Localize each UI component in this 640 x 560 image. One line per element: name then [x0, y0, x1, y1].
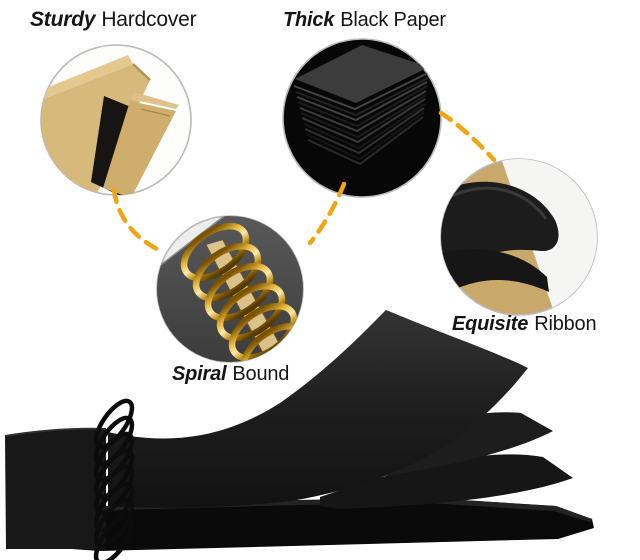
hardcover-left-board — [41, 64, 150, 195]
dashed-connector-ribbon — [438, 110, 497, 163]
callout-circle-ribbon-photo — [440, 158, 598, 316]
callout-circle-black-paper-photo — [282, 38, 442, 198]
dashed-connector-paper — [307, 181, 347, 246]
ribbon-band-lower — [441, 249, 549, 298]
label-regular-word: Bound — [232, 363, 290, 385]
callout-circle-hardcover-photo — [40, 44, 192, 196]
label-bold-word: Equisite — [452, 313, 529, 335]
left-flat-page — [5, 428, 106, 549]
label-regular-word: Black Paper — [340, 9, 446, 31]
callout-circle-spiral-photo — [156, 215, 304, 363]
hardcover-right-board — [103, 101, 176, 195]
book-base — [14, 498, 594, 551]
label-regular-word: Ribbon — [534, 313, 597, 335]
scrapbook-product-photo — [4, 310, 594, 560]
dashed-connector-hardcover — [111, 187, 166, 255]
label-bold-word: Spiral — [172, 363, 227, 385]
fanned-page-3 — [320, 454, 573, 509]
curled-top-page — [108, 310, 528, 508]
spiral-wire-binding — [93, 398, 135, 560]
label-regular-word: Hardcover — [101, 8, 197, 31]
label-bold-word: Thick — [283, 9, 335, 31]
label-bold-word: Sturdy — [30, 8, 96, 31]
black-paper-stack — [293, 45, 429, 166]
